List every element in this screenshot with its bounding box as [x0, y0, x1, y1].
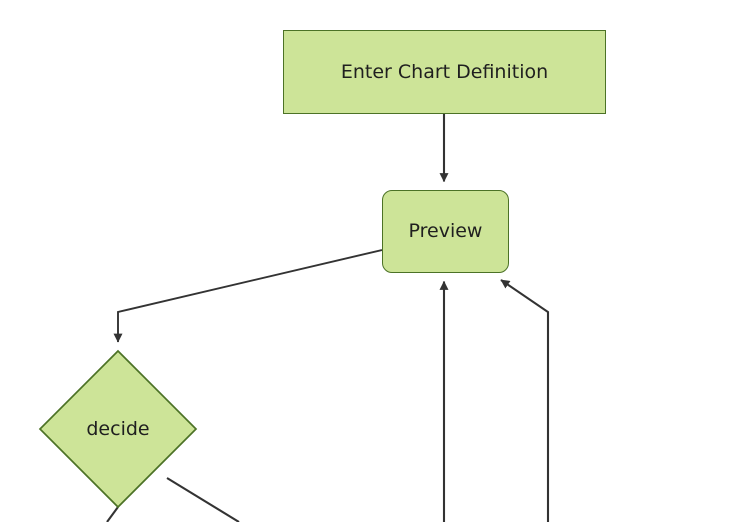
- node-label-decide: decide: [86, 417, 150, 440]
- edge-preview-to-decide: [113, 249, 383, 343]
- node-label-enter-chart-definition: Enter Chart Definition: [340, 60, 549, 83]
- node-decide[interactable]: decide: [38, 349, 198, 509]
- node-enter-chart-definition[interactable]: Enter Chart Definition: [283, 30, 606, 114]
- edge-decide-to-bottom-left: [106, 506, 119, 522]
- diamond-shape-icon: [38, 349, 198, 509]
- node-preview[interactable]: Preview: [382, 190, 509, 273]
- node-label-preview: Preview: [408, 220, 483, 242]
- edge-return-right-to-preview: [500, 279, 550, 522]
- edge-decide-to-bottom-right: [166, 477, 240, 522]
